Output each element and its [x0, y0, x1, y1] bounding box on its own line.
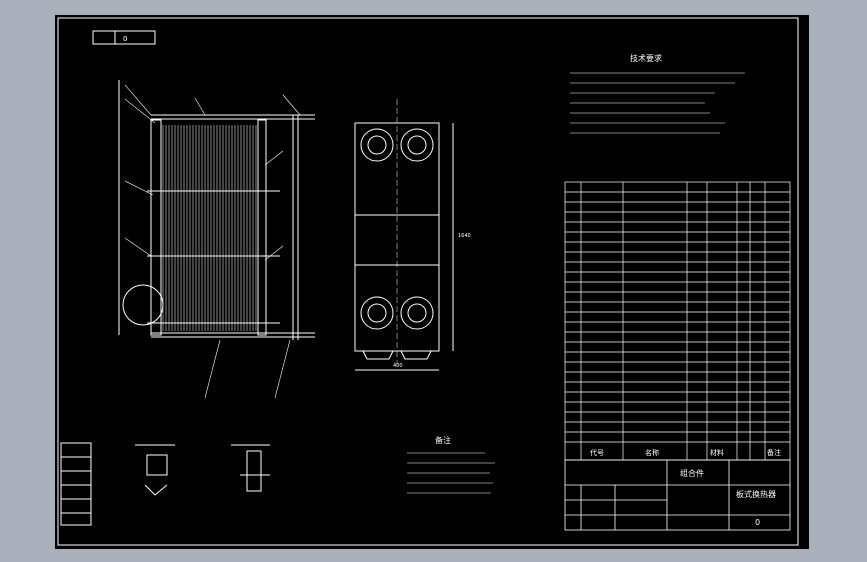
fixed-plate — [150, 119, 162, 336]
tech-req-text-marks — [570, 72, 745, 134]
side-view — [354, 99, 454, 371]
notes-text-marks — [407, 452, 495, 494]
title-block — [564, 459, 791, 531]
notes-title: 备注 — [435, 435, 451, 445]
assembly-label: 组合件 — [680, 468, 704, 478]
drawing-frame — [57, 17, 799, 546]
left-strip — [60, 442, 92, 526]
port-lower-right — [400, 296, 434, 330]
port-upper-right — [400, 128, 434, 162]
leaders-front — [124, 84, 301, 399]
drawing-number: 0 — [755, 518, 760, 527]
bom-col-remark: 备注 — [767, 448, 781, 457]
pressure-plate — [257, 119, 267, 336]
port-upper-left — [360, 128, 394, 162]
port-lower-left — [360, 296, 394, 330]
detail-a — [135, 444, 175, 496]
drawing-sheet[interactable]: 400 1640 — [55, 15, 809, 549]
tech-requirements-title: 技术要求 — [630, 53, 662, 63]
bom-table — [564, 181, 791, 461]
height-dim-label: 1640 — [458, 233, 471, 239]
support-feet — [362, 350, 432, 360]
plate-pack — [162, 125, 257, 331]
width-dim-label: 400 — [393, 363, 403, 369]
detail-b — [231, 444, 270, 492]
bom-col-name: 名称 — [645, 448, 659, 457]
drawing-name: 板式换热器 — [736, 489, 776, 499]
bom-col-code: 代号 — [590, 448, 604, 457]
drawing-canvas: 400 1640 — [57, 17, 799, 546]
bom-col-material: 材料 — [710, 448, 724, 457]
top-left-box — [92, 30, 156, 45]
top-left-box-text: 0 — [123, 35, 127, 43]
detail-circle — [122, 284, 164, 326]
